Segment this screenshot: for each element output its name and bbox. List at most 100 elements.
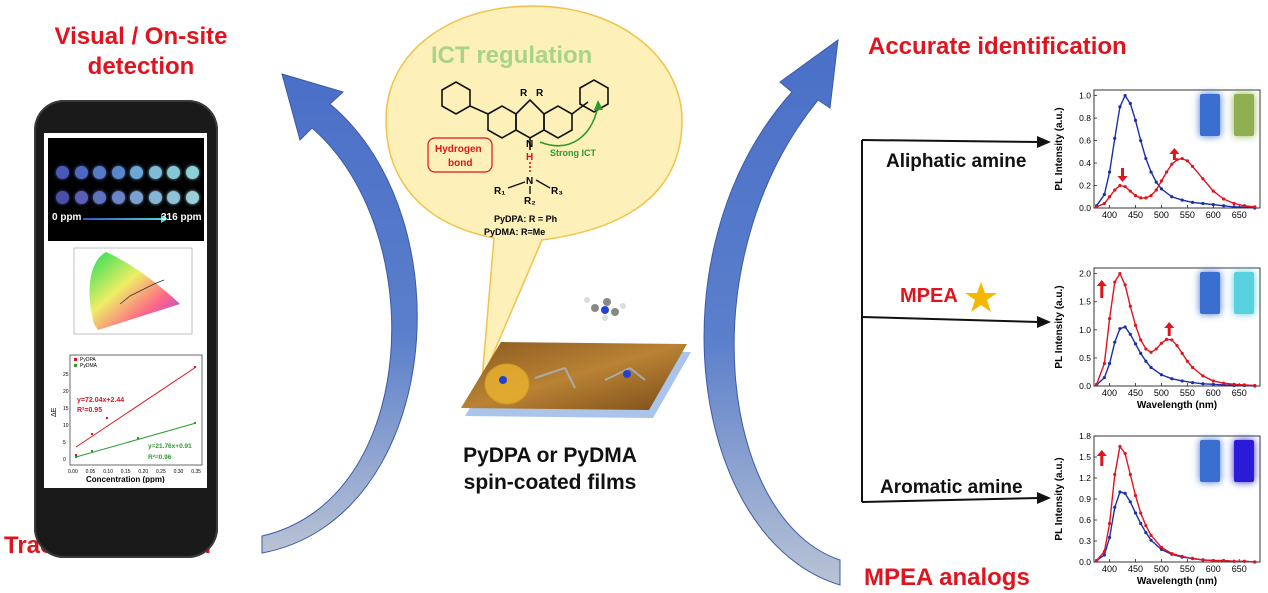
spectrum-point bbox=[1144, 196, 1148, 200]
legend-pydpa: PyDPA bbox=[80, 357, 96, 363]
increase-arrow-head bbox=[1164, 322, 1175, 328]
molecule-bonds bbox=[441, 79, 609, 150]
hbond-line2: bond bbox=[448, 158, 472, 169]
y-axis-label: PL Intensity (a.u.) bbox=[1054, 457, 1065, 540]
amine-bond-r3 bbox=[535, 179, 551, 189]
spectrum-point bbox=[1154, 188, 1158, 192]
y-tick-label: 0.5 bbox=[1079, 353, 1091, 363]
color-dot bbox=[93, 191, 106, 204]
spectrum-point bbox=[1133, 118, 1138, 122]
fit-xtick-label: 0.30 bbox=[174, 469, 184, 475]
r2-label: R₂ bbox=[524, 196, 536, 207]
spectrum-point bbox=[1242, 559, 1247, 563]
y-tick-label: 1.0 bbox=[1079, 91, 1091, 101]
fit-chart-ylabel: ΔE bbox=[51, 407, 58, 417]
eq-red: y=72.04x+2.44 bbox=[77, 397, 124, 404]
spectrum-point bbox=[1133, 493, 1138, 498]
spectrum-point bbox=[1144, 524, 1148, 528]
left-curved-arrow bbox=[261, 73, 418, 554]
spectrum-point bbox=[1118, 490, 1122, 494]
x-tick-label: 450 bbox=[1128, 210, 1143, 220]
spectrum-point bbox=[1144, 156, 1148, 161]
branch-3-line bbox=[861, 497, 1040, 503]
y-tick-label: 2.0 bbox=[1079, 269, 1091, 279]
spectrum-point bbox=[1165, 170, 1169, 174]
spectrum-point bbox=[1211, 382, 1215, 386]
spectrum-point bbox=[1113, 280, 1117, 284]
fit-ytick-label: 15 bbox=[63, 406, 69, 412]
x-tick-label: 600 bbox=[1206, 388, 1221, 398]
spectrum-point bbox=[1113, 188, 1117, 192]
bubble-title: ICT regulation bbox=[431, 42, 593, 69]
spectrum-point bbox=[1149, 170, 1153, 174]
legend-pydma: PyDMA bbox=[80, 363, 98, 369]
spectrum-point bbox=[1139, 521, 1143, 526]
spectrum-point bbox=[1107, 535, 1112, 540]
fit-line-green bbox=[75, 422, 197, 458]
spectrum-point bbox=[1118, 327, 1122, 331]
pydma-note: PyDMA: R=Me bbox=[484, 227, 545, 237]
r2-green: R²=0.96 bbox=[148, 454, 172, 461]
spectrum-point bbox=[1222, 559, 1226, 563]
spectrum-point bbox=[1102, 553, 1106, 557]
spectrum-point bbox=[1253, 383, 1257, 388]
x-tick-label: 650 bbox=[1232, 388, 1247, 398]
spectrum-point bbox=[1123, 94, 1127, 98]
x-tick-label: 600 bbox=[1206, 210, 1221, 220]
fit-xtick-label: 0.35 bbox=[191, 469, 201, 475]
fit-xtick-label: 0.15 bbox=[121, 469, 131, 475]
legend-red-marker bbox=[74, 358, 77, 361]
spectrum-point bbox=[1102, 361, 1106, 366]
spectrum-point bbox=[1185, 159, 1189, 163]
right-top-title: Accurate identification bbox=[868, 33, 1127, 60]
spectrum-point bbox=[1139, 511, 1143, 515]
color-dot bbox=[130, 166, 143, 179]
x-tick-label: 450 bbox=[1128, 388, 1143, 398]
decrease-arrow-head bbox=[1117, 176, 1128, 182]
color-dot bbox=[167, 191, 180, 204]
spectrum-point bbox=[1128, 472, 1132, 477]
fit-xtick-label: 0.05 bbox=[86, 469, 96, 475]
fit-chart-frame bbox=[69, 354, 203, 466]
y-axis-label: PL Intensity (a.u.) bbox=[1054, 107, 1065, 190]
spectrum-point bbox=[1180, 379, 1184, 383]
spectrum-point bbox=[1170, 377, 1174, 381]
spectrum-point bbox=[1094, 205, 1099, 209]
y-tick-label: 0.9 bbox=[1079, 494, 1091, 504]
spectrum-point bbox=[1094, 382, 1099, 386]
spectrum-point bbox=[1102, 549, 1106, 554]
spectrum-point bbox=[1170, 552, 1174, 556]
y-tick-label: 1.5 bbox=[1079, 297, 1091, 307]
branch-aliphatic-amine: Aliphatic amine bbox=[886, 151, 1027, 172]
spectrum-point bbox=[1222, 204, 1226, 208]
fit-ytick-label: 5 bbox=[63, 440, 66, 446]
hbond-line1: Hydrogen bbox=[435, 144, 482, 155]
emission-color-swatch bbox=[1200, 440, 1220, 482]
x-axis-label: Wavelength (nm) bbox=[1137, 400, 1217, 411]
spectrum-point bbox=[1159, 341, 1164, 345]
x-tick-label: 500 bbox=[1154, 564, 1169, 574]
spectrum-point bbox=[1102, 375, 1106, 380]
spectrum-line bbox=[1096, 94, 1255, 209]
plot-frame bbox=[1093, 435, 1261, 563]
x-tick-label: 500 bbox=[1154, 388, 1169, 398]
x-tick-label: 400 bbox=[1102, 388, 1117, 398]
spectrum-point bbox=[1190, 556, 1195, 561]
spin-coated-film bbox=[461, 297, 691, 418]
spectrum-point bbox=[1118, 444, 1122, 449]
amine-bond-r1 bbox=[507, 181, 526, 189]
spectrum-point bbox=[1128, 101, 1132, 106]
x-tick-label: 600 bbox=[1206, 564, 1221, 574]
spectrum-point bbox=[1190, 200, 1195, 204]
plot-frame bbox=[1093, 267, 1261, 387]
spectrum-point bbox=[1170, 338, 1174, 342]
right-curved-arrow bbox=[703, 38, 841, 586]
center-caption: PyDPA or PyDMA spin-coated films bbox=[440, 442, 660, 496]
fit-xtick-label: 0.00 bbox=[68, 469, 78, 475]
spectrum-point bbox=[1149, 194, 1153, 198]
spectrum-point bbox=[1201, 382, 1205, 386]
spectrum-point bbox=[1149, 533, 1153, 537]
y-axis-label: PL Intensity (a.u.) bbox=[1054, 285, 1065, 368]
